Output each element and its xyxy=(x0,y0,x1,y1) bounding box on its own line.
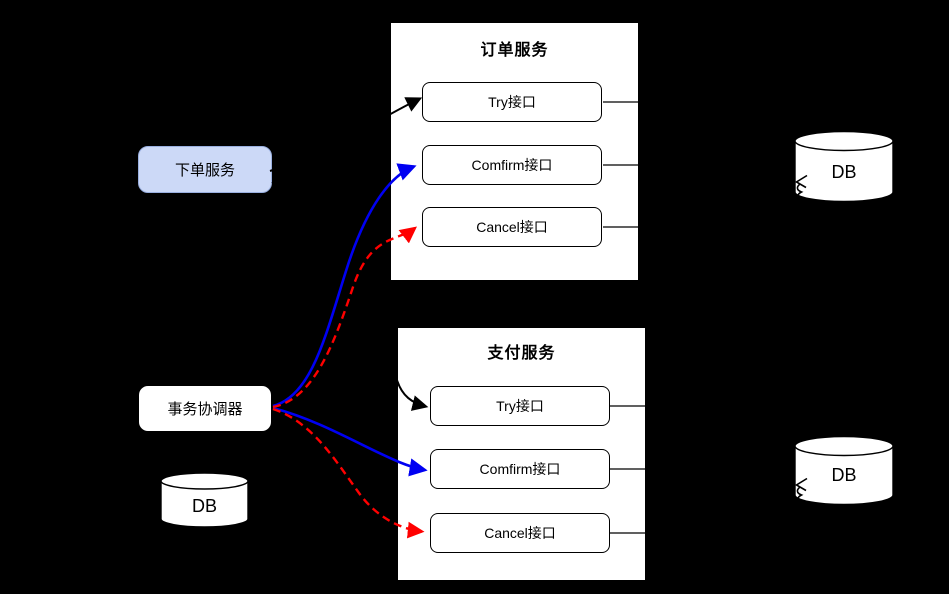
coordinator-db-label: DB xyxy=(192,496,217,516)
order-confirm-interface: Comfirm接口 xyxy=(422,145,602,185)
payment-db-cylinder: DB xyxy=(794,435,894,506)
clipped-label-fragment xyxy=(794,477,808,504)
order-db-cylinder: DB xyxy=(794,130,894,203)
payment-confirm-interface: Comfirm接口 xyxy=(430,449,610,489)
clipped-label-fragment xyxy=(794,174,808,201)
order-db-label: DB xyxy=(831,162,856,182)
order-try-interface: Try接口 xyxy=(422,82,602,122)
order-service-title: 订单服务 xyxy=(480,42,549,59)
payment-cancel-interface: Cancel接口 xyxy=(430,513,610,553)
transaction-coordinator-node: 事务协调器 xyxy=(138,385,272,432)
coordinator-db-cylinder: DB xyxy=(160,472,249,528)
order-cancel-interface: Cancel接口 xyxy=(422,207,602,247)
payment-service-title: 支付服务 xyxy=(487,345,556,362)
payment-db-label: DB xyxy=(831,465,856,485)
order-caller-node: 下单服务 xyxy=(138,146,272,193)
payment-try-interface: Try接口 xyxy=(430,386,610,426)
